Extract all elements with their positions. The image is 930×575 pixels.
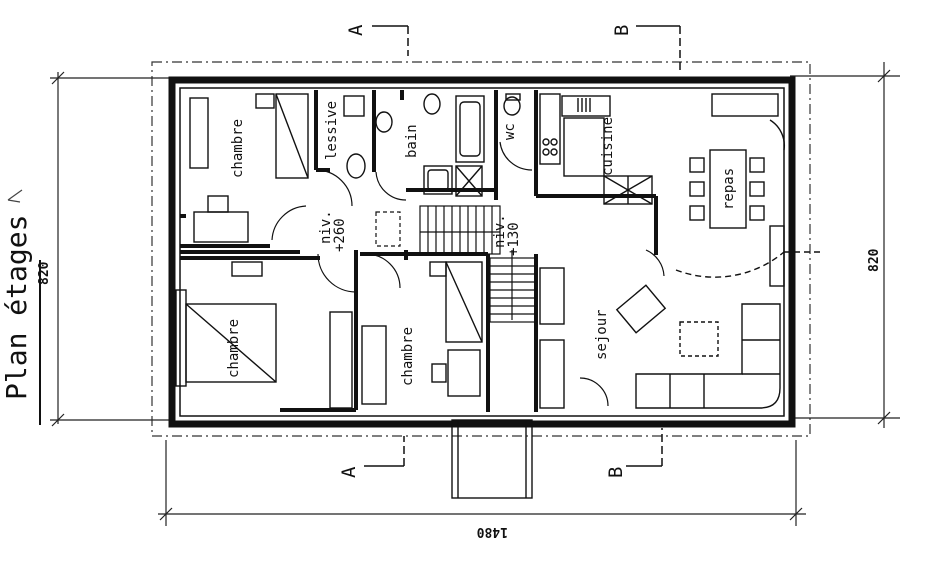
svg-text:wc: wc [502,123,518,140]
svg-text:B: B [605,467,627,478]
label-wc: wc [502,123,518,140]
dining-furniture [675,93,820,278]
svg-text:B: B [611,25,633,36]
dim-right-label: 820 [867,248,882,272]
bath-fixtures [343,93,521,197]
svg-text:chambre: chambre [230,119,246,178]
dim-left-label: 820 [37,261,52,285]
plan-title: Plan étages [0,215,33,400]
dimension-left [50,71,170,427]
svg-text:sejour: sejour [594,309,610,360]
level-label-mid: niv. +130 [492,214,522,256]
svg-text:820: 820 [37,261,52,285]
svg-text:1480: 1480 [477,524,508,539]
label-chambre-top: chambre [230,119,246,178]
svg-text:A: A [338,466,360,478]
dim-bottom-label: 1480 [477,524,508,539]
svg-text:chambre: chambre [226,319,242,378]
dimension-bottom [158,440,806,526]
section-b-bottom: B [605,467,627,478]
doors [271,141,665,407]
svg-text:lessive: lessive [324,101,340,160]
north-arrow-mark [7,189,23,203]
svg-text:bain: bain [404,124,420,158]
staircase [375,205,537,323]
bedroom-top-furniture [189,93,309,243]
svg-text:repas: repas [721,168,737,210]
svg-text:A: A [345,24,367,36]
svg-text:820: 820 [867,248,882,272]
label-lessive: lessive [324,101,340,160]
level-label-upper: niv. +260 [318,210,348,252]
site-outline [151,61,811,437]
living-furniture [539,225,785,409]
label-cuisine: cuisine [600,117,616,176]
section-b-marker [626,25,681,467]
svg-text:Plan étages: Plan étages [0,215,33,400]
svg-text:+130: +130 [506,222,522,256]
section-b-top: B [611,25,633,36]
svg-text:+260: +260 [332,218,348,252]
bedroom-middle-furniture [361,261,533,499]
label-chambre-bottom: chambre [226,319,242,378]
section-a-bottom: A [338,466,360,478]
svg-text:niv.: niv. [318,210,334,244]
bedroom-bottom-furniture [175,261,353,409]
label-chambre-middle: chambre [400,327,416,386]
section-a-marker [364,25,409,467]
label-repas: repas [721,168,737,210]
svg-text:cuisine: cuisine [600,117,616,176]
svg-text:niv.: niv. [492,214,508,248]
svg-text:chambre: chambre [400,327,416,386]
section-a-top: A [345,24,367,36]
kitchen-furniture [539,93,653,205]
dimension-right [790,62,900,428]
label-bain: bain [404,124,420,158]
label-sejour: sejour [594,309,610,360]
